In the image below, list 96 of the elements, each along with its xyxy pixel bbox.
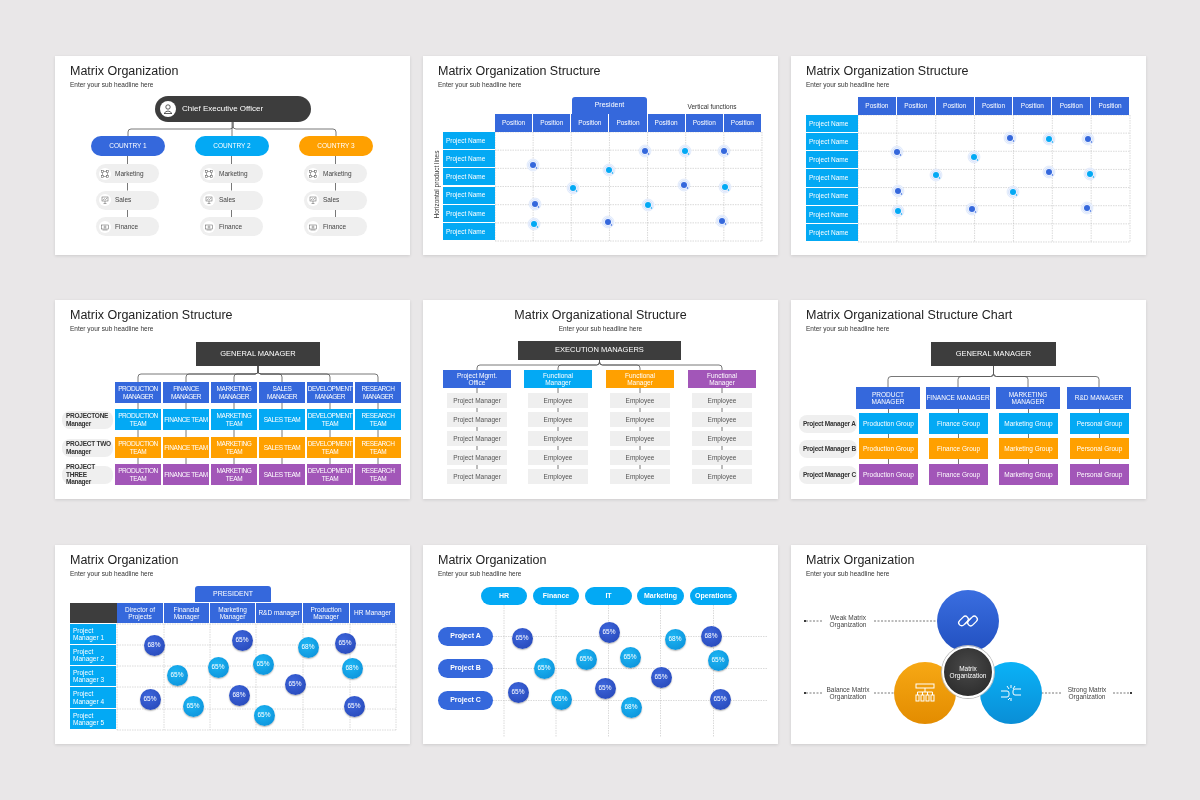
connector-line bbox=[721, 464, 723, 470]
connector-line bbox=[476, 464, 478, 470]
connector-line bbox=[888, 408, 889, 414]
department-pill bbox=[96, 164, 159, 183]
slide-title: Matrix Organization Structure bbox=[806, 64, 969, 78]
connector-line bbox=[639, 464, 641, 470]
connector-line bbox=[185, 429, 187, 438]
slide-card bbox=[791, 300, 1146, 499]
connector-line bbox=[377, 457, 379, 465]
connector-line bbox=[232, 121, 337, 137]
connector-line bbox=[639, 387, 641, 394]
department-pill bbox=[96, 217, 159, 236]
connector-line bbox=[557, 445, 559, 451]
connector-line bbox=[281, 429, 283, 438]
department-pill bbox=[304, 164, 367, 183]
connector-line bbox=[185, 402, 187, 410]
connector-line bbox=[557, 387, 559, 394]
connector-line bbox=[127, 209, 128, 218]
connector-line bbox=[1028, 458, 1029, 465]
slide-title: Matrix Organizational Structure bbox=[514, 308, 687, 322]
role-label: Chief Executive Officer bbox=[182, 104, 264, 114]
connector-line bbox=[335, 155, 336, 165]
connector-line bbox=[137, 402, 139, 410]
connector-line bbox=[557, 464, 559, 470]
slide-card bbox=[423, 545, 778, 744]
connector-line bbox=[335, 182, 336, 191]
connector-line bbox=[231, 209, 232, 218]
slide-title: Matrix Organization Structure bbox=[70, 308, 233, 322]
connector-line bbox=[639, 407, 641, 413]
connector-line bbox=[231, 121, 233, 137]
connector-line bbox=[1028, 408, 1029, 414]
department-pill bbox=[304, 217, 367, 236]
department-pill bbox=[200, 217, 263, 236]
connector-line bbox=[557, 407, 559, 413]
connector-line bbox=[233, 402, 235, 410]
connector-line bbox=[958, 458, 959, 465]
executive-pill bbox=[155, 96, 311, 122]
connector-line bbox=[127, 155, 128, 165]
connector-line bbox=[557, 426, 559, 432]
connector-line bbox=[1099, 433, 1100, 439]
department-pill bbox=[304, 190, 367, 210]
connector-line bbox=[721, 387, 723, 394]
connector-line bbox=[476, 387, 478, 394]
slide-title: Matrix Organization bbox=[806, 553, 915, 567]
slide-card bbox=[423, 300, 778, 499]
connector-line bbox=[329, 457, 331, 465]
connector-line bbox=[281, 402, 283, 410]
leader-line bbox=[873, 620, 938, 622]
connector-line bbox=[993, 365, 1100, 388]
slide-title: Matrix Organization bbox=[70, 64, 179, 78]
connector-line bbox=[958, 433, 959, 439]
slide-card bbox=[55, 300, 410, 499]
department-pill bbox=[200, 190, 263, 210]
connector-line bbox=[377, 429, 379, 438]
connector-line bbox=[137, 429, 139, 438]
slide-title: Matrix Organization bbox=[438, 553, 547, 567]
connector-line bbox=[888, 433, 889, 439]
connector-line bbox=[639, 426, 641, 432]
slide-card bbox=[791, 545, 1146, 744]
connector-line bbox=[329, 402, 331, 410]
connector-line bbox=[233, 457, 235, 465]
slide-card bbox=[423, 56, 778, 255]
connector-line bbox=[127, 182, 128, 191]
slide-title: Matrix Organizational Structure Chart bbox=[806, 308, 1013, 322]
connector-line bbox=[1099, 408, 1100, 414]
connector-line bbox=[721, 407, 723, 413]
slide-card bbox=[55, 56, 410, 255]
connector-line bbox=[377, 402, 379, 410]
connector-line bbox=[231, 182, 232, 191]
connector-line bbox=[231, 155, 232, 165]
department-pill bbox=[200, 164, 263, 183]
connector-line bbox=[721, 426, 723, 432]
connector-line bbox=[599, 359, 723, 371]
leader-line bbox=[873, 692, 895, 694]
connector-line bbox=[335, 209, 336, 218]
connector-line bbox=[233, 429, 235, 438]
leader-line bbox=[1041, 692, 1062, 694]
connector-line bbox=[329, 429, 331, 438]
connector-line bbox=[888, 458, 889, 465]
connector-line bbox=[476, 426, 478, 432]
connector-line bbox=[185, 457, 187, 465]
connector-line bbox=[721, 445, 723, 451]
slide-title: Matrix Organization bbox=[70, 553, 179, 567]
connector-line bbox=[958, 408, 959, 414]
connector-line bbox=[1028, 433, 1029, 439]
connector-line bbox=[1099, 458, 1100, 465]
connector-line bbox=[639, 445, 641, 451]
connector-line bbox=[281, 457, 283, 465]
connector-line bbox=[476, 407, 478, 413]
connector-line bbox=[137, 457, 139, 465]
slide-title: Matrix Organization Structure bbox=[438, 64, 601, 78]
connector-line bbox=[257, 365, 379, 383]
connector-line bbox=[476, 445, 478, 451]
slide-card bbox=[791, 56, 1146, 255]
department-pill bbox=[96, 190, 159, 210]
slide-card bbox=[55, 545, 410, 744]
